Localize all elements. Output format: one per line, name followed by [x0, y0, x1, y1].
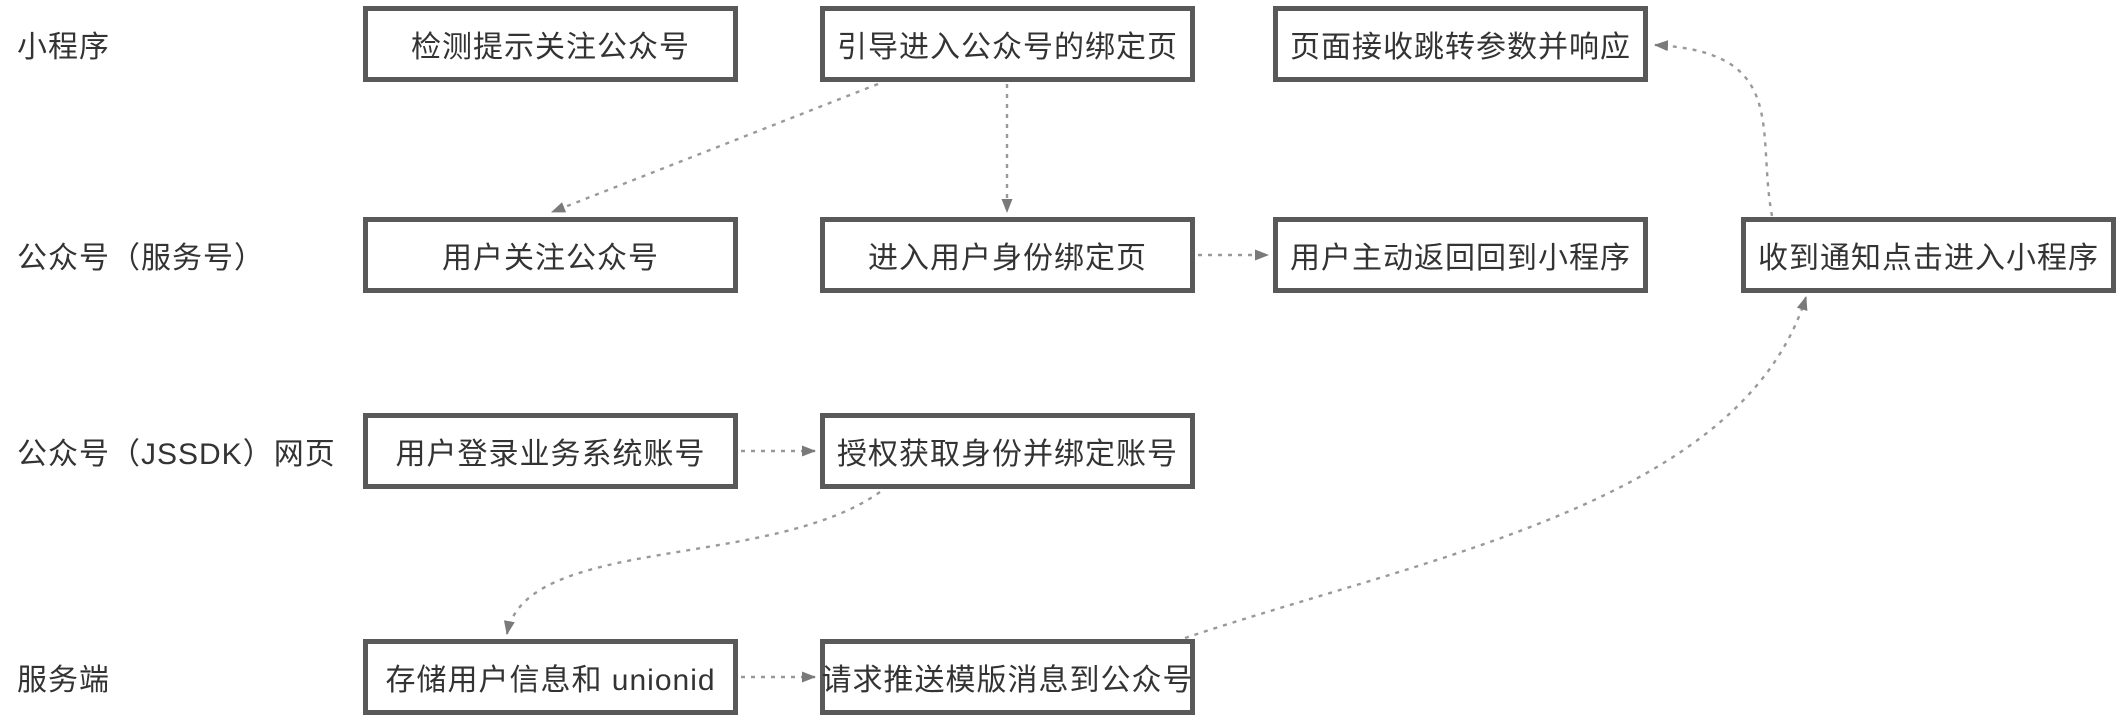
lane-label-official-account: 公众号（服务号）: [17, 242, 265, 275]
edge-receive-notification-enter-to-page-receive-params: [1654, 40, 1774, 217]
lane-label-server-side: 服务端: [17, 664, 110, 697]
edge-request-template-message-to-receive-notification-enter: [1184, 296, 1808, 640]
node-store-user-unionid: 存储用户信息和 unionid: [363, 639, 738, 715]
node-detect-prompt-follow: 检测提示关注公众号: [363, 6, 738, 82]
lane-label-miniprogram: 小程序: [17, 31, 110, 64]
node-request-template-message: 请求推送模版消息到公众号: [820, 639, 1195, 715]
node-enter-identity-binding: 进入用户身份绑定页: [820, 217, 1195, 293]
node-receive-notification-enter: 收到通知点击进入小程序: [1741, 217, 2116, 293]
node-user-return-miniprogram: 用户主动返回回到小程序: [1273, 217, 1648, 293]
edge-guide-to-binding-page-to-user-follow-account: [551, 82, 879, 214]
node-user-login-business: 用户登录业务系统账号: [363, 413, 738, 489]
lane-label-jssdk-webpage: 公众号（JSSDK）网页: [17, 438, 336, 471]
node-page-receive-params: 页面接收跳转参数并响应: [1273, 6, 1648, 82]
node-user-follow-account: 用户关注公众号: [363, 217, 738, 293]
node-authorize-bind-account: 授权获取身份并绑定账号: [820, 413, 1195, 489]
edge-authorize-bind-account-to-store-user-unionid: [503, 491, 881, 635]
node-guide-to-binding-page: 引导进入公众号的绑定页: [820, 6, 1195, 82]
